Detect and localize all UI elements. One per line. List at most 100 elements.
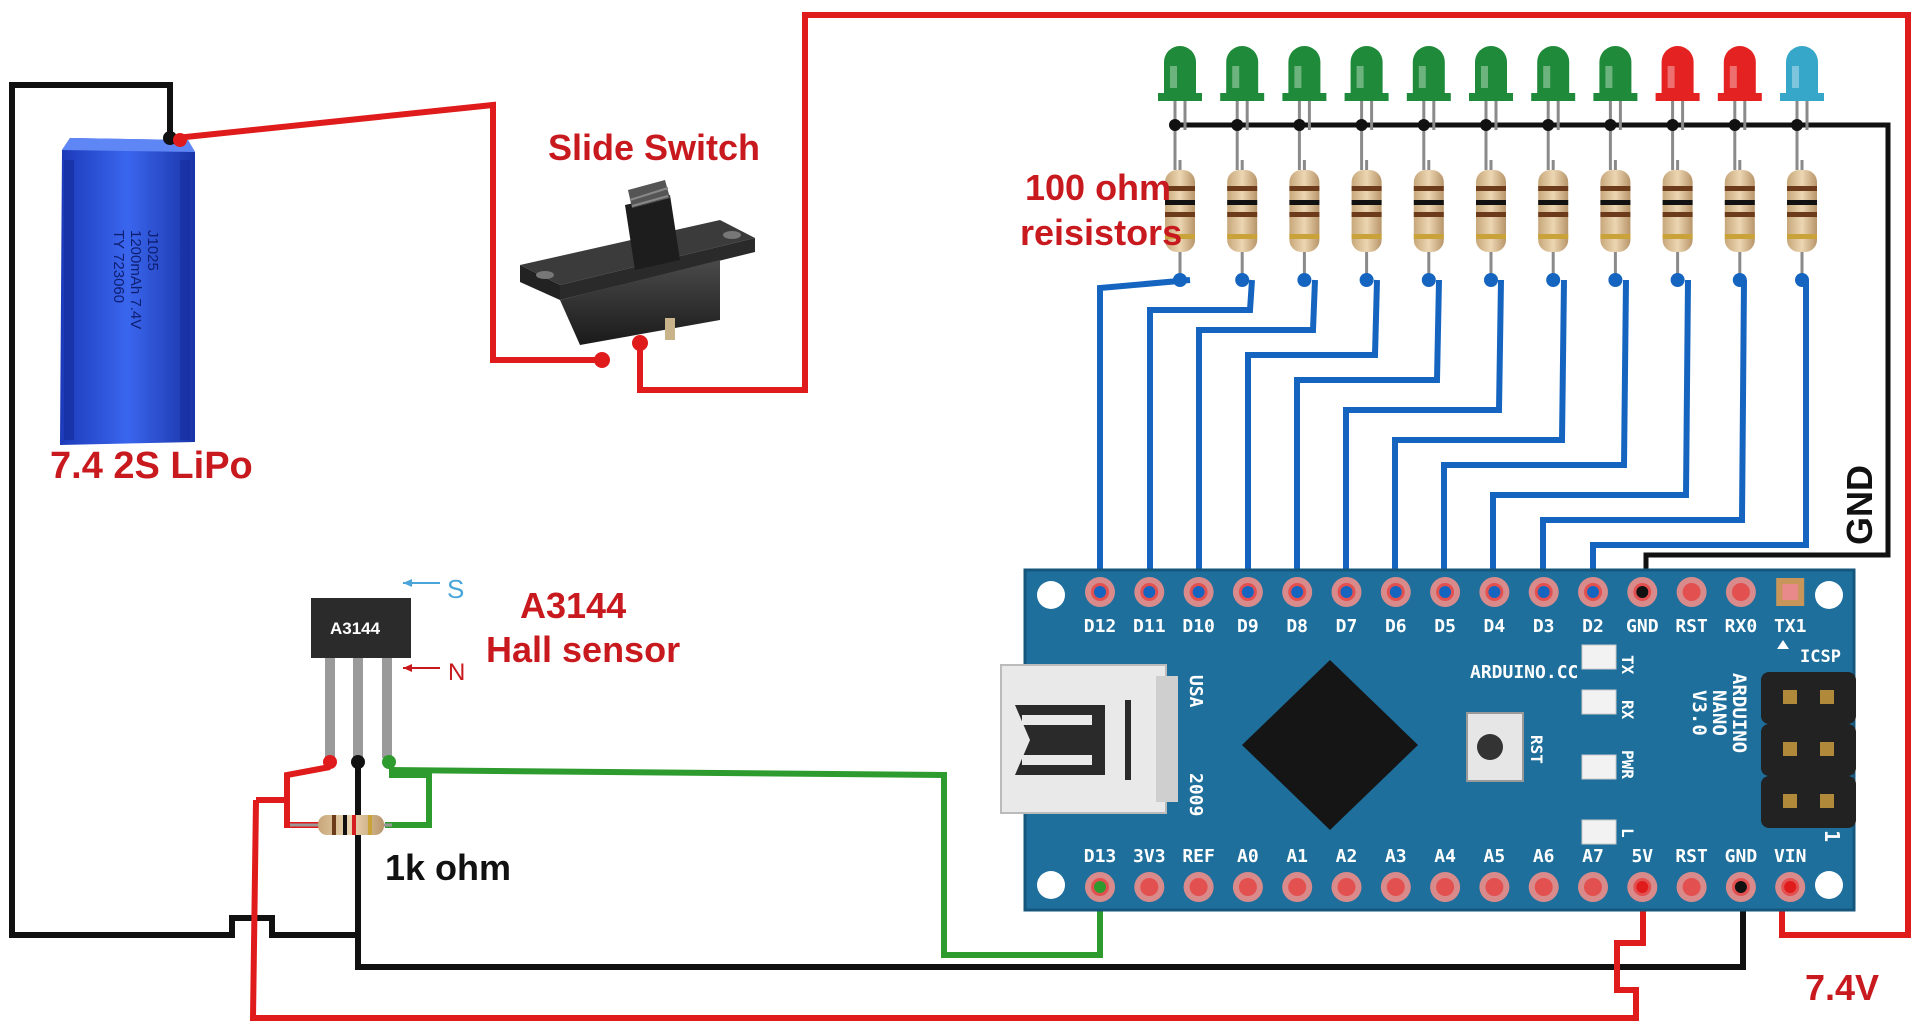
pin-rx0: RX0 [1725,577,1757,637]
pin-label-a7: A7 [1582,846,1604,867]
microcontroller-chip [1242,660,1418,830]
svg-text:1200mAh 7.4V: 1200mAh 7.4V [127,230,144,329]
side-label-tx: TX [1618,655,1637,675]
sensor-chip-text: A3144 [330,619,381,638]
svg-text:TY 723060: TY 723060 [110,230,127,303]
resistor-10 [1724,160,1755,287]
battery-print: TY 723060 1200mAh 7.4V J1025 [110,230,161,329]
board-brand: ARDUINO.CC [1470,662,1578,683]
pin-a7: A7 [1578,846,1608,902]
pin-label-d11: D11 [1133,616,1166,637]
wire-sensor-gnd [355,760,1746,970]
resistor-6 [1476,160,1506,287]
side-label-l: L [1618,828,1637,838]
pullup-label: 1k ohm [385,847,511,888]
vin-wire-label: 7.4V [1805,967,1879,1008]
pin-rst: RST [1675,846,1708,902]
pin-label-d2: D2 [1582,616,1604,637]
icsp-header [1761,672,1856,828]
resistor-3 [1289,160,1320,287]
wires [9,12,1911,1021]
sensor-s-label: S [447,574,464,604]
led-array [1158,46,1824,287]
led-8 [1593,46,1638,170]
model-line1: ARDUINO [1728,673,1750,753]
side-label-pwr: PWR [1618,750,1637,779]
resistor-5 [1413,160,1444,287]
pin-label-rst: RST [1675,846,1708,867]
usa-label: USA [1185,675,1206,708]
pin-label-a3: A3 [1385,846,1407,867]
hall-sensor: A3144 [311,579,440,769]
led-11 [1780,46,1824,170]
pin-label-a6: A6 [1533,846,1555,867]
pin-label-d3: D3 [1533,616,1555,637]
resistor-4 [1351,160,1382,287]
usb-connector [1000,664,1178,814]
pin-label-vin: VIN [1774,846,1807,867]
pin-a4: A4 [1430,846,1461,902]
led-5 [1406,46,1451,170]
slide-switch [520,180,755,368]
side-label-rx: RX [1618,700,1637,720]
pin-vin: VIN [1774,846,1807,902]
icsp-pin-one: 1 [1820,830,1844,842]
resistor-11 [1787,160,1817,287]
rst-button-label: RST [1527,735,1546,764]
resistor-7 [1538,160,1569,287]
year-label: 2009 [1185,773,1206,816]
led-2 [1220,46,1265,170]
sensor-n-label: N [448,659,465,686]
led-7 [1531,46,1576,170]
battery-label: 7.4 2S LiPo [50,445,253,487]
pin-label-d4: D4 [1484,616,1506,637]
wire-5v-to-sensor [249,799,1646,1021]
pin-label-a1: A1 [1286,846,1308,867]
pin-label-d6: D6 [1385,616,1407,637]
led-10 [1717,46,1762,170]
pin-rst: RST [1675,577,1708,637]
pin-label-d10: D10 [1182,616,1215,637]
pullup-resistor [290,815,392,835]
pin-a6: A6 [1528,846,1559,902]
resistor-1 [1165,160,1195,287]
wire-battery-positive [175,101,602,363]
wire-battery-negative [9,82,360,938]
switch-label: Slide Switch [548,127,760,168]
resistors-label-line2: reisistors [1020,212,1182,253]
sensor-label-line1: A3144 [520,585,626,626]
pin-label-d5: D5 [1434,616,1456,637]
pin-label-a4: A4 [1434,846,1456,867]
pin-a0: A0 [1232,846,1263,902]
wire-sensor-signal [388,767,1103,958]
pin-tx1: TX1 [1774,578,1807,637]
pin-a1: A1 [1282,846,1313,902]
resistor-9 [1662,160,1693,287]
model-line2: NANO [1708,690,1730,736]
pin-a2: A2 [1331,846,1362,902]
pin-label-gnd: GND [1626,616,1659,637]
pin-label-tx1: TX1 [1774,616,1807,637]
onboard-leds [1581,644,1617,845]
led-1 [1158,46,1202,170]
pin-a3: A3 [1380,846,1411,902]
pin-3v3: 3V3 [1133,846,1166,902]
pin-label-rst: RST [1675,616,1708,637]
resistor-2 [1227,160,1258,287]
resistors-label-line1: 100 ohm [1025,167,1171,208]
led-3 [1282,46,1327,170]
led-4 [1344,46,1389,170]
resistor-8 [1600,160,1631,287]
pin-a5: A5 [1479,846,1510,902]
pin-label-d8: D8 [1286,616,1308,637]
led-9 [1655,46,1700,170]
battery-positive-terminal [173,133,187,147]
pin-label-a0: A0 [1237,846,1259,867]
pin-label-a2: A2 [1336,846,1358,867]
pin-label-d12: D12 [1084,616,1117,637]
pin-label-d9: D9 [1237,616,1259,637]
